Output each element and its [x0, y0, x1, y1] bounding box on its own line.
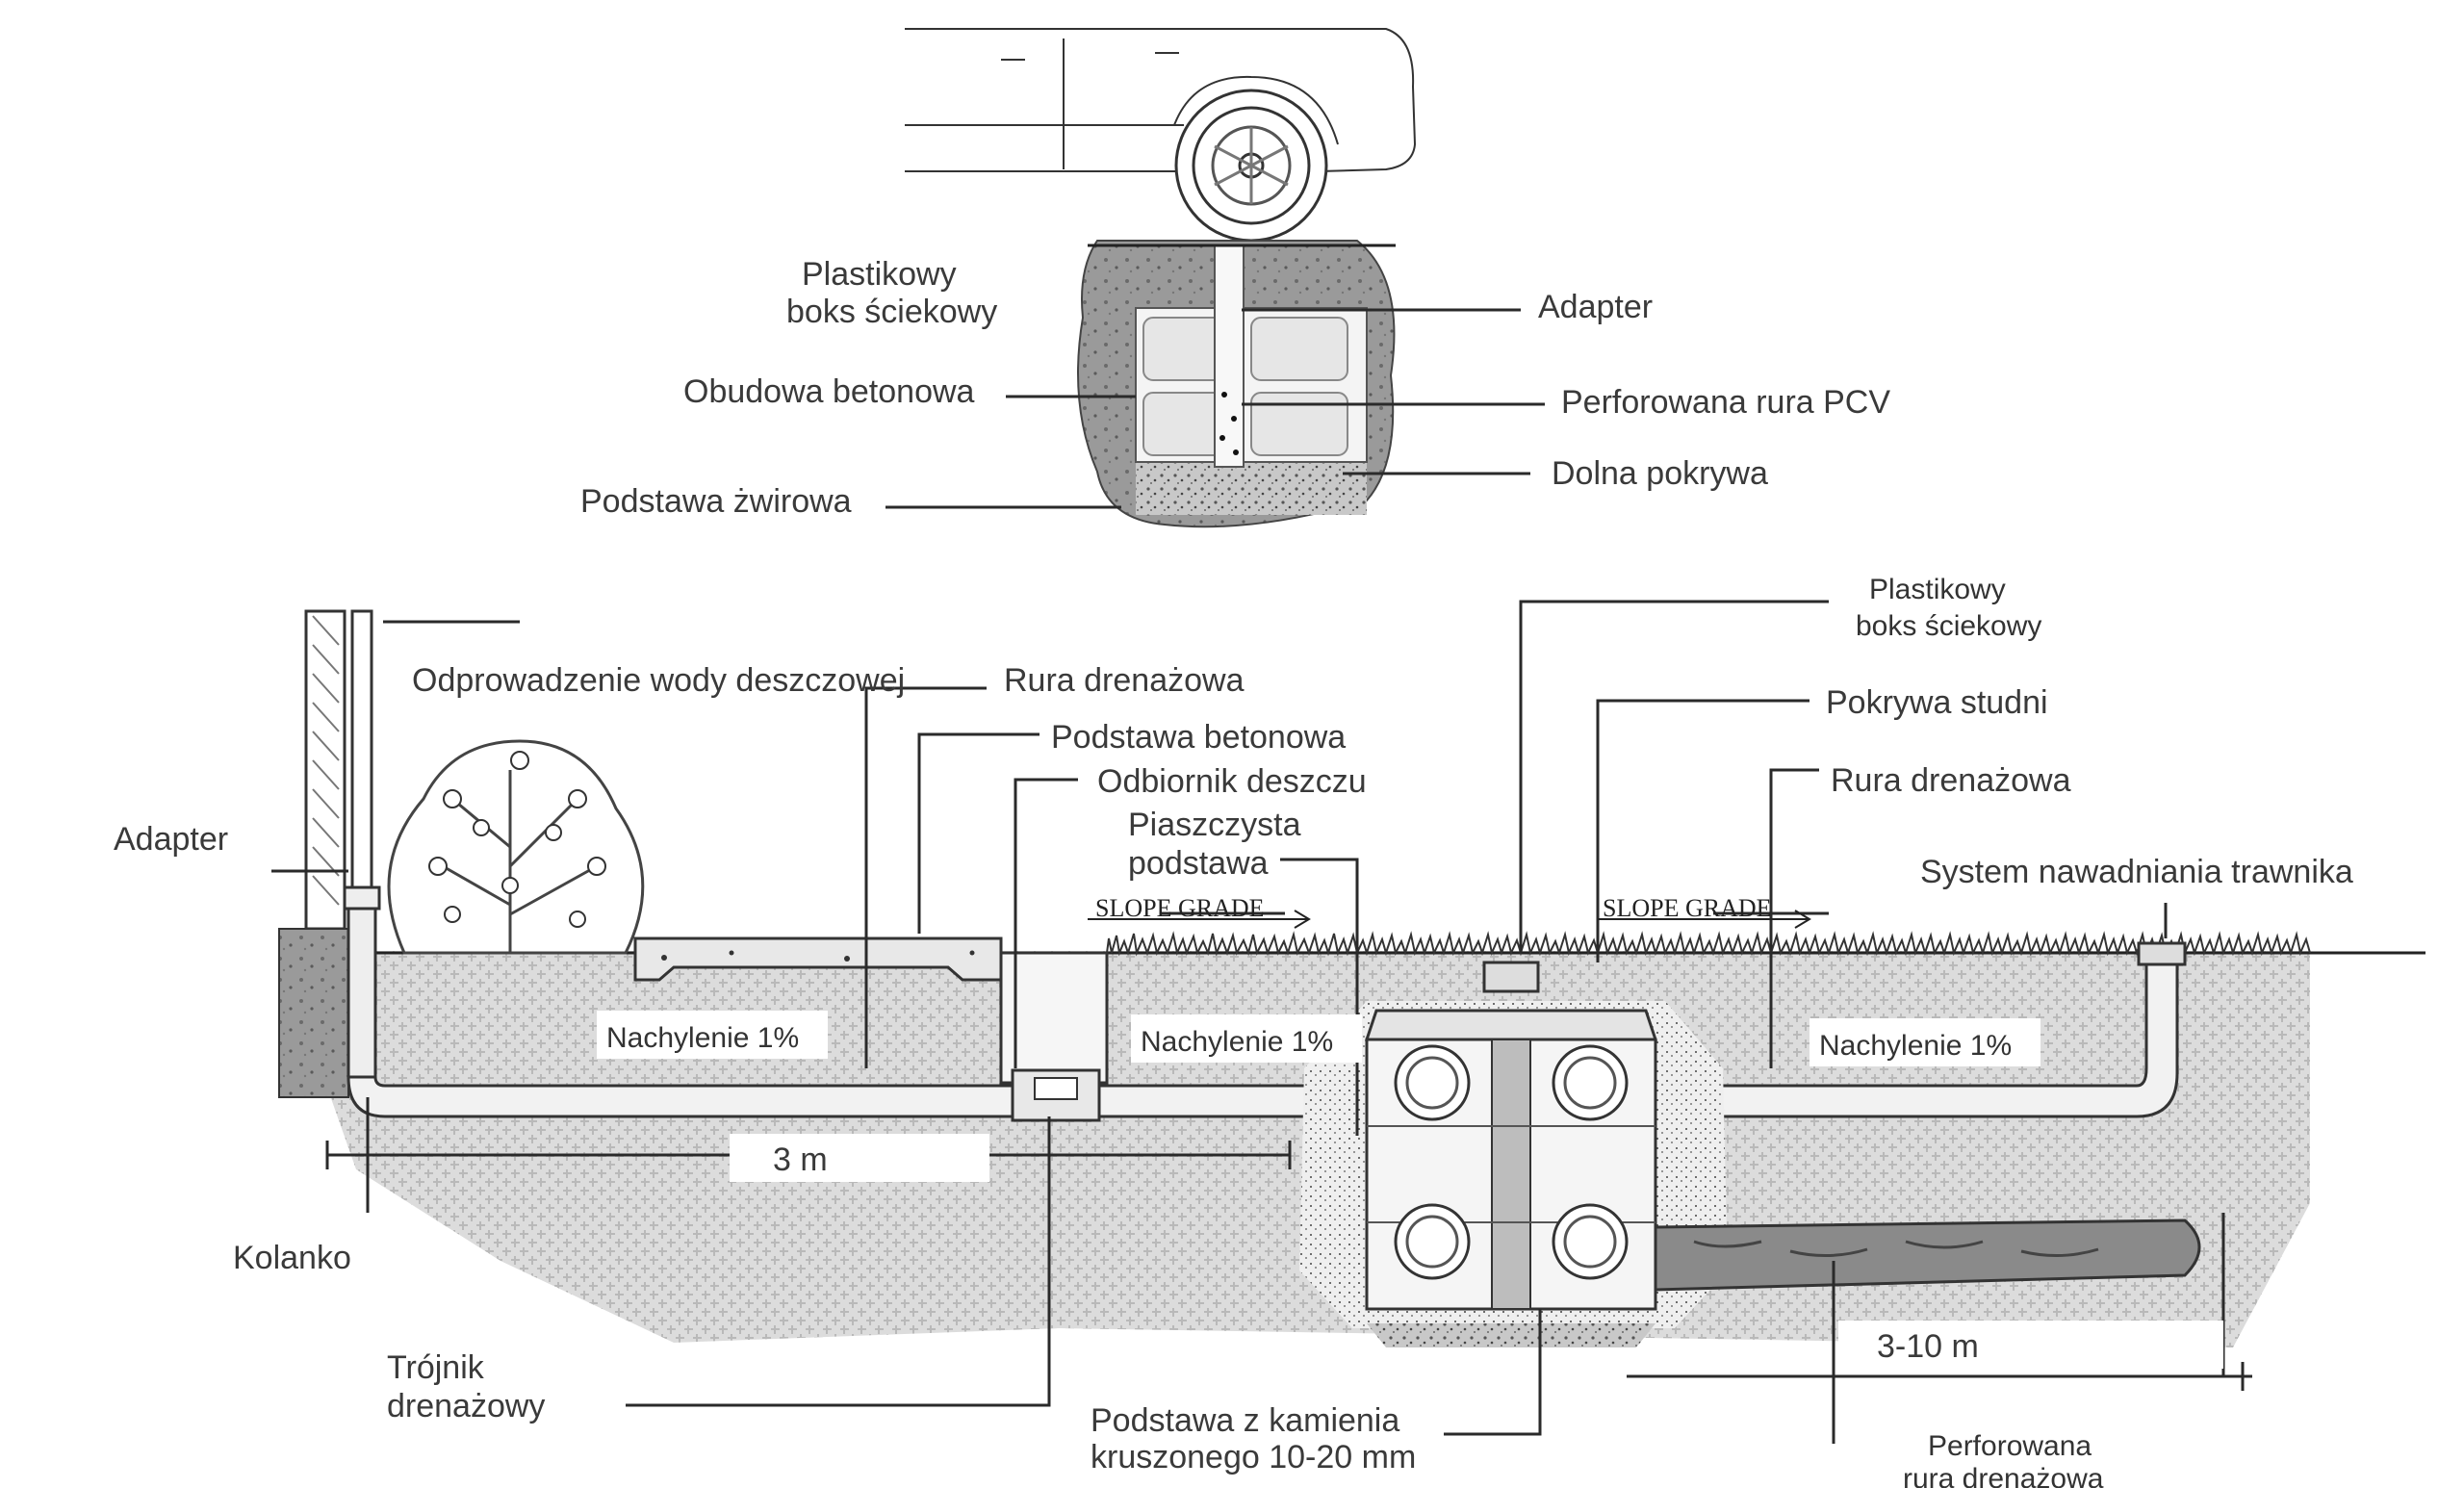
- label-dimension-3-10m: 3-10 m: [1877, 1328, 1979, 1365]
- label-crushed-stone-base: Podstawa z kamienia kruszonego 10-20 mm: [1091, 1402, 1416, 1475]
- shrub-illustration: [387, 739, 645, 955]
- grass-strip: [1106, 931, 2311, 957]
- car-illustration: [905, 28, 1417, 243]
- label-incline-1: Nachylenie 1%: [606, 1022, 799, 1054]
- label-elbow: Kolanko: [233, 1240, 351, 1276]
- label-plastic-box-top: Plastikowy boks ściekowy: [786, 256, 997, 330]
- label-lawn-irrigation: System nawadniania trawnika: [1920, 854, 2353, 890]
- label-concrete-housing: Obudowa betonowa: [683, 373, 975, 410]
- label-drain-tee: Trójnik drenażowy: [387, 1349, 545, 1424]
- label-perforated-drain-pipe: Perforowana rura drenażowa: [1903, 1430, 2104, 1488]
- label-rainwater-drainage: Odprowadzenie wody deszczowej: [412, 662, 905, 699]
- label-slope-grade-1: SLOPE GRADE: [1095, 894, 1265, 922]
- label-perforated-pvc-pipe: Perforowana rura PCV: [1561, 384, 1890, 421]
- downspout-pipe: [343, 609, 2187, 1118]
- label-sandy-base: Piaszczysta podstawa: [1128, 807, 1310, 882]
- label-drain-pipe-2: Rura drenażowa: [1831, 762, 2071, 799]
- perforated-drain-pipe: [1654, 1219, 2201, 1292]
- rain-receiver: [999, 951, 1109, 1122]
- label-bottom-cover: Dolna pokrywa: [1552, 455, 1768, 492]
- label-drain-pipe-1: Rura drenażowa: [1004, 662, 1245, 699]
- label-plastic-box-bottom: Plastikowy boks ściekowy: [1856, 574, 2041, 642]
- drainage-box-main: [1299, 961, 1728, 1347]
- label-incline-2: Nachylenie 1%: [1141, 1026, 1333, 1058]
- label-dimension-3m: 3 m: [773, 1142, 828, 1178]
- label-gravel-base: Podstawa żwirowa: [580, 483, 852, 520]
- label-adapter-top: Adapter: [1538, 289, 1653, 325]
- house-wall: [278, 609, 349, 1098]
- drainage-box-cross-section: [1077, 240, 1396, 528]
- label-incline-3: Nachylenie 1%: [1819, 1030, 2012, 1062]
- label-well-cover: Pokrywa studni: [1826, 684, 2048, 721]
- label-slope-grade-2: SLOPE GRADE: [1603, 894, 1772, 922]
- label-concrete-base: Podstawa betonowa: [1051, 719, 1346, 756]
- label-rain-receiver: Odbiornik deszczu: [1097, 763, 1367, 800]
- label-adapter-bottom: Adapter: [114, 821, 228, 858]
